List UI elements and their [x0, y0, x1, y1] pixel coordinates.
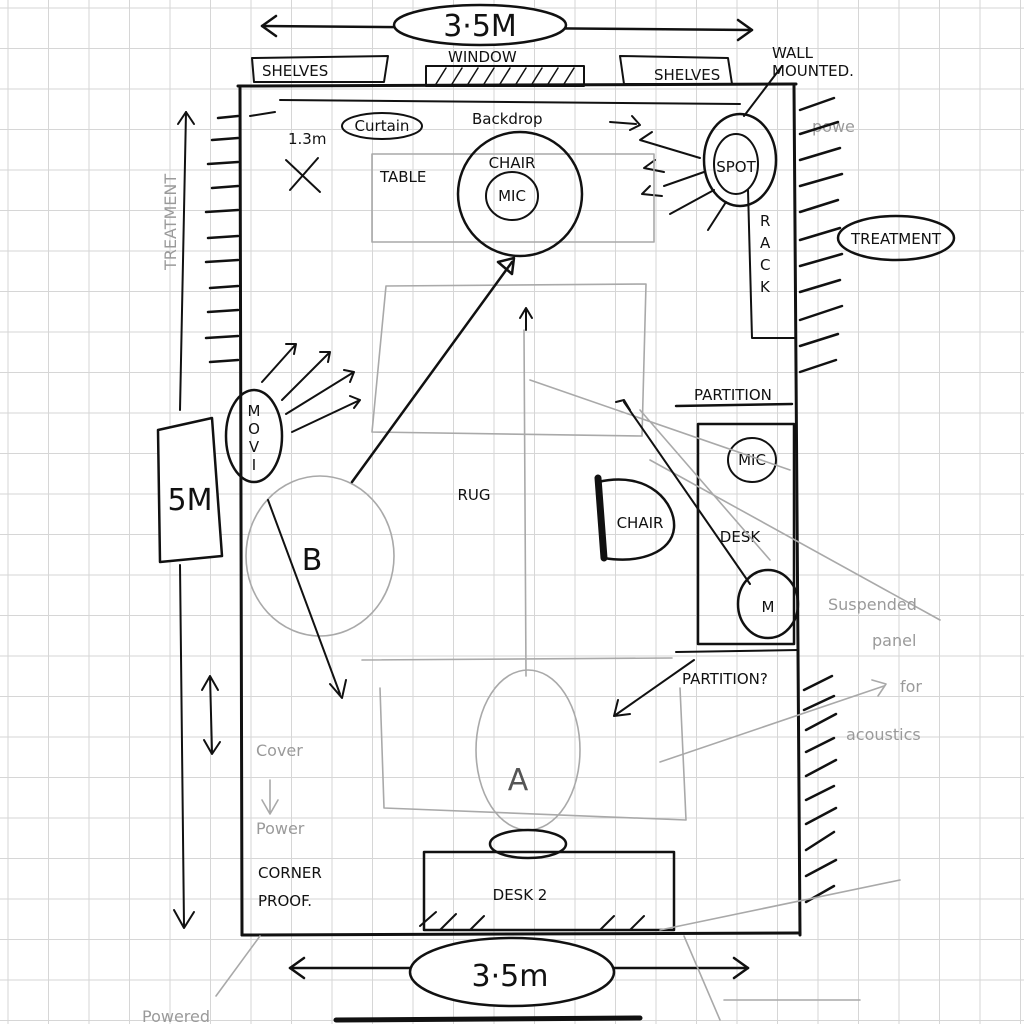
powered-label: Powered — [142, 1007, 210, 1024]
camera-b: B — [245, 256, 516, 699]
left-dimension-label: 5M — [168, 483, 213, 518]
room-walls — [236, 82, 802, 937]
partition-bottom-label: PARTITION? — [682, 670, 768, 688]
desk-zone: PARTITION MIC DESK M — [674, 386, 800, 653]
table-zone: TABLE CHAIR MIC — [371, 130, 655, 258]
rug-label: RUG — [457, 486, 490, 504]
mic-top-label: MIC — [498, 187, 526, 205]
spot-light: SPOT — [659, 65, 783, 231]
backdrop-label: Backdrop — [472, 110, 542, 128]
curtain-label: Curtain — [355, 117, 410, 135]
window-label: WINDOW — [448, 48, 517, 66]
curtain-offset-label: 1.3m — [288, 130, 326, 148]
treatment-left-label: TREATMENT — [161, 174, 180, 271]
camera-b-label: B — [302, 543, 323, 578]
camera-a: A — [475, 669, 581, 860]
right-treatment-hatching: TREATMENT — [798, 96, 956, 374]
shelves-left-label: SHELVES — [262, 62, 328, 80]
desk2-label: DESK 2 — [493, 886, 548, 904]
spot-label: SPOT — [716, 158, 756, 176]
chair-top-label: CHAIR — [489, 154, 536, 172]
mic-desk-label: MIC — [738, 451, 766, 469]
monitor-right-label: M — [762, 598, 775, 616]
rug: RUG — [361, 283, 687, 821]
camera-a-label: A — [508, 763, 529, 798]
desk-label: DESK — [720, 528, 762, 546]
chair-mid: CHAIR — [594, 474, 676, 562]
top-dimension-label: 3·5M — [443, 9, 517, 44]
left-treatment-hatching: TREATMENT — [161, 111, 240, 411]
partition-bottom: PARTITION? — [682, 670, 768, 688]
bottom-dimension-label: 3·5m — [472, 959, 549, 994]
table-label: TABLE — [379, 168, 426, 186]
bottom-dimension: 3·5m Powered — [142, 879, 901, 1024]
power-top-label: powe — [812, 117, 855, 136]
chair-mid-label: CHAIR — [617, 514, 664, 532]
partition-top-label: PARTITION — [694, 386, 772, 404]
backdrop-area: 1.3m Curtain Backdrop — [249, 110, 665, 197]
top-dimension: 3·5M — [260, 3, 754, 47]
desk-2: DESK 2 — [419, 850, 676, 932]
treatment-right-label: TREATMENT — [850, 230, 942, 248]
left-dimension: 5M — [156, 416, 224, 929]
shelves-right-label: SHELVES — [654, 66, 720, 84]
sightlines — [529, 379, 941, 717]
